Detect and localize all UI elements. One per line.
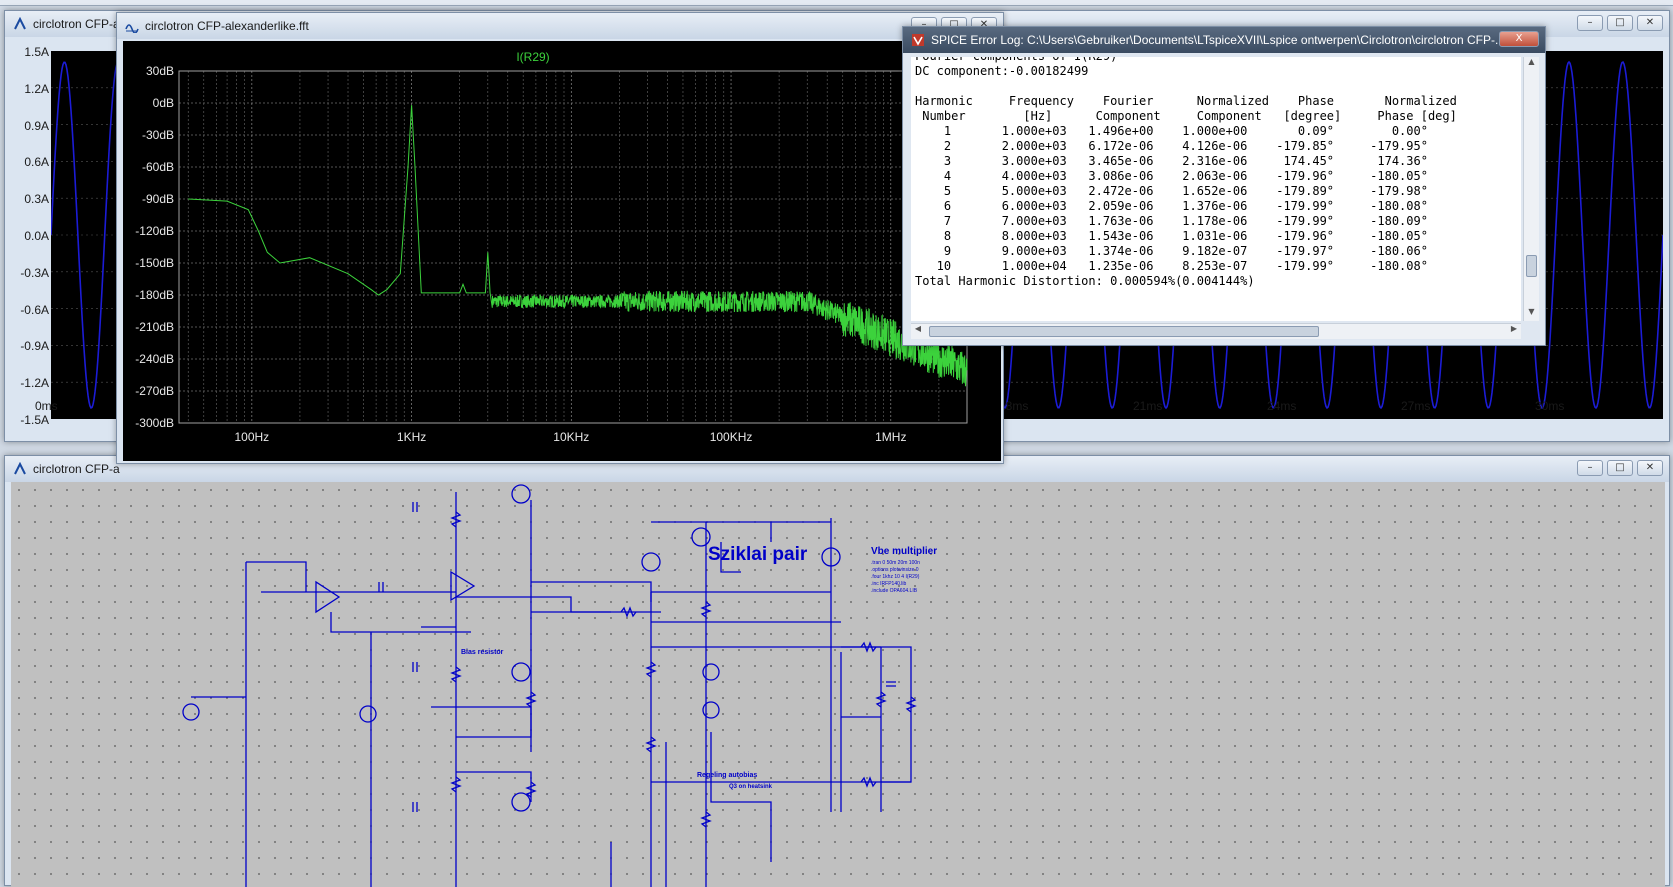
waveform-window-title: circlotron CFP-a	[33, 17, 120, 31]
waveform-y-tick: 1.5A	[24, 45, 49, 59]
waveform-x-tick: 30ms	[1535, 399, 1565, 413]
schematic-maximize-button[interactable]: □	[1607, 460, 1633, 476]
schematic-wiring	[182, 484, 917, 887]
maximize-button[interactable]: □	[1607, 15, 1633, 31]
error-log-vertical-scrollbar[interactable]: ▲ ▼	[1523, 57, 1539, 321]
fft-y-tick: -30dB	[142, 128, 174, 142]
fft-x-tick: 100KHz	[710, 430, 753, 444]
hscroll-right-arrow-icon[interactable]: ▶	[1510, 324, 1518, 333]
spice-app-icon	[912, 34, 924, 46]
fft-x-tick: 1MHz	[875, 430, 906, 444]
sziklai-pair-label: Sziklai pair	[708, 544, 808, 565]
regeling-autobias-label: Regeling autobias	[697, 772, 758, 779]
waveform-y-tick: -0.3A	[20, 265, 49, 280]
fft-window-titlebar[interactable]: circlotron CFP-alexanderlike.fft	[117, 13, 1003, 39]
waveform-x-tick: 18ms	[999, 399, 1029, 413]
fft-app-icon	[125, 24, 139, 33]
spice-directives: .tran 0 50m 20m 100n .options plotwinsiz…	[871, 560, 920, 594]
error-log-content[interactable]: Fourier components of I(R29) DC componen…	[911, 57, 1521, 321]
fft-x-tick: 1KHz	[397, 430, 426, 444]
waveform-y-tick: 0.9A	[24, 118, 49, 133]
fft-y-tick: -150dB	[135, 256, 174, 270]
error-log-horizontal-scrollbar[interactable]: ◀ ▶	[911, 323, 1521, 339]
schematic-minimize-button[interactable]: –	[1577, 460, 1603, 476]
scroll-down-arrow-icon[interactable]: ▼	[1528, 307, 1535, 316]
error-log-close-button[interactable]: X	[1499, 31, 1539, 47]
waveform-x-tick: 27ms	[1401, 399, 1431, 413]
fft-window-title: circlotron CFP-alexanderlike.fft	[145, 19, 309, 33]
schematic-app-icon	[14, 462, 26, 475]
schematic-window-title: circlotron CFP-a	[33, 462, 120, 476]
scroll-up-arrow-icon[interactable]: ▲	[1528, 57, 1535, 66]
schematic-window: circlotron CFP-a – □ ✕	[4, 455, 1670, 887]
top-tab-strip	[0, 0, 1673, 6]
waveform-x-tick: 24ms	[1267, 399, 1297, 413]
error-log-title: SPICE Error Log: C:\Users\Gebruiker\Docu…	[931, 33, 1505, 47]
fft-y-tick: -300dB	[135, 416, 174, 430]
fft-y-tick: -210dB	[135, 320, 174, 334]
close-button[interactable]: ✕	[1637, 15, 1663, 31]
waveform-y-tick: -1.2A	[20, 376, 49, 391]
fft-plot-svg: 30dB 0dB -30dB -60dB -90dB -120dB -150dB -180dB…	[135, 50, 968, 444]
waveform-y-tick: 0.0A	[24, 229, 49, 243]
waveform-x-tick: 0ms	[35, 399, 58, 413]
error-log-window: SPICE Error Log: C:\Users\Gebruiker\Docu…	[902, 26, 1546, 346]
fft-window: circlotron CFP-alexanderlike.fft – □ ✕ 3…	[116, 12, 1004, 464]
fft-trace-label: I(R29)	[516, 50, 549, 64]
waveform-y-tick: -0.6A	[20, 302, 49, 317]
hscroll-thumb[interactable]	[929, 326, 1319, 337]
hscroll-left-arrow-icon[interactable]: ◀	[914, 324, 922, 333]
fft-plot[interactable]: 30dB 0dB -30dB -60dB -90dB -120dB -150dB -180dB…	[123, 41, 1001, 461]
schematic-canvas[interactable]: Sziklai pair Vbe multiplier .tran 0 50m …	[11, 482, 1665, 887]
vbe-multiplier-label: Vbe multiplier	[871, 546, 938, 557]
fft-y-tick: -240dB	[135, 352, 174, 366]
fft-x-tick: 10KHz	[553, 430, 589, 444]
fft-y-tick: -180dB	[135, 288, 174, 302]
waveform-app-icon	[14, 17, 26, 30]
fft-y-tick: -60dB	[142, 160, 174, 174]
error-log-titlebar[interactable]: SPICE Error Log: C:\Users\Gebruiker\Docu…	[903, 27, 1545, 53]
waveform-y-tick: -1.5A	[20, 413, 49, 427]
heatsink-label: Q3 on heatsink	[729, 784, 773, 790]
scroll-thumb[interactable]	[1526, 255, 1537, 277]
waveform-y-tick: -0.9A	[20, 339, 49, 354]
bias-resistor-label: Bias resistor	[461, 649, 504, 656]
fft-y-tick: 30dB	[146, 64, 174, 78]
waveform-x-tick: 21ms	[1133, 399, 1163, 413]
waveform-y-tick: 1.2A	[24, 81, 49, 96]
schematic-close-button[interactable]: ✕	[1637, 460, 1663, 476]
fft-y-tick: -90dB	[142, 192, 174, 206]
waveform-y-tick: 0.3A	[24, 192, 49, 207]
fft-y-tick: -120dB	[135, 224, 174, 238]
fft-x-tick: 100Hz	[234, 430, 269, 444]
fft-y-tick: 0dB	[153, 96, 174, 110]
fft-spectrum-trace	[188, 105, 968, 387]
waveform-y-tick: 0.6A	[24, 155, 49, 170]
minimize-button[interactable]: –	[1577, 15, 1603, 31]
fourier-output-text: Fourier components of I(R29) DC componen…	[915, 57, 1457, 288]
fft-y-tick: -270dB	[135, 384, 174, 398]
